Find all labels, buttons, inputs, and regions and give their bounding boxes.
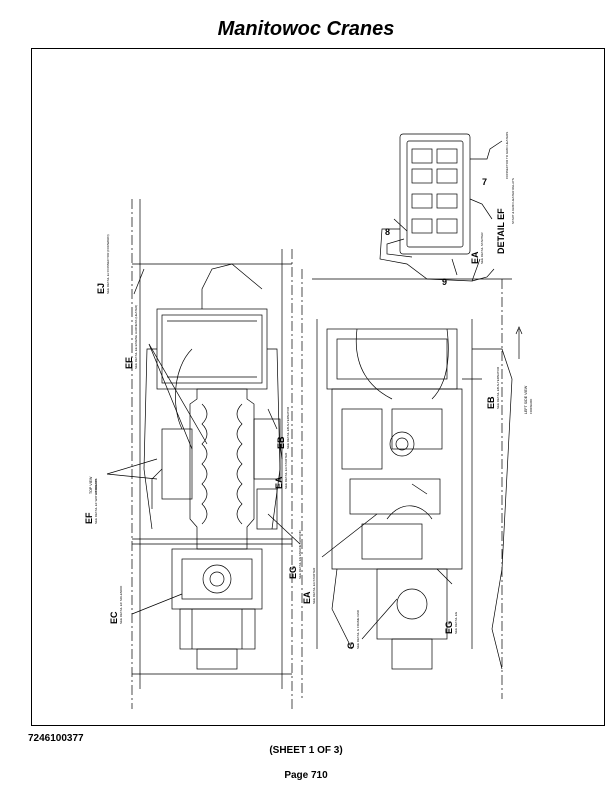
callout-ej-text: SEE DETAIL EJ CONNECTOR (FORWARD) <box>106 234 110 294</box>
callout-ea-top-text: SEE DETAIL EA STARTER <box>284 452 288 489</box>
detail-ef-note: START & GRID HEATER RELAYS <box>511 178 515 224</box>
callout-ee-letter: EE <box>124 357 134 369</box>
top-view-sub: FORWARD <box>94 478 98 494</box>
side-view-drawing <box>301 269 523 699</box>
item-number-9: 9 <box>442 277 447 287</box>
top-view-title: TOP VIEW <box>89 476 93 494</box>
callout-eb-side-letter: EB <box>486 396 496 409</box>
page-header-title: Manitowoc Cranes <box>217 18 395 40</box>
document-number: 7246100377 <box>28 733 84 744</box>
callout-ef-text: SEE DETAIL EF WATER RELAYS <box>94 479 98 524</box>
top-view-drawing <box>106 199 301 709</box>
callout-ec-letter: EC <box>109 611 119 624</box>
drawing-frame: EJ SEE DETAIL EJ CONNECTOR (FORWARD) EE … <box>31 48 605 726</box>
side-view-title: LEFT SIDE VIEW <box>524 385 528 414</box>
callout-eb-top-text: SEE DETAIL EB ALTERNATOR <box>286 406 290 449</box>
detail-top-note: CONNECTOR TO GRID HEATERS <box>505 132 509 179</box>
callout-g-side-letter: G <box>346 642 356 649</box>
wiring-diagram: EJ SEE DETAIL EJ CONNECTOR (FORWARD) EE … <box>84 132 533 709</box>
callout-eg-side-text: SEE DETAIL EG <box>454 611 458 634</box>
sheet-indicator: (SHEET 1 OF 3) <box>269 745 343 756</box>
callout-ee-text: SEE DETAIL EE ENGINE HARNESS (HEATER) <box>134 305 138 369</box>
item-number-8: 8 <box>385 227 390 237</box>
callout-ea-detail-text: SEE DETAIL STARTER <box>480 232 484 264</box>
callout-eg-top-text: SEE DETAIL EG ENGINE GROUND <box>298 529 302 579</box>
page-number: Page 710 <box>284 770 328 781</box>
detail-ef-drawing <box>379 133 503 282</box>
callout-g-side-text: SEE DETAIL G FRAME GND <box>356 609 360 649</box>
callout-ec-text: SEE DETAIL EC SOLENOID <box>119 585 123 624</box>
callout-eg-side-letter: EG <box>444 621 454 634</box>
callout-ef-letter: EF <box>84 512 94 524</box>
callout-ea-detail-letter: EA <box>470 251 480 264</box>
detail-ef-title: DETAIL EF <box>496 208 506 254</box>
callout-eb-side-text: SEE DETAIL EB ALTERNATOR <box>496 366 500 409</box>
side-view-sub: FORWARD <box>529 398 533 414</box>
callout-ea-side-letter: EA <box>302 591 312 604</box>
callout-ea-side-text: SEE DETAIL EA STARTER <box>312 567 316 604</box>
callout-eg-top-letter: EG <box>288 566 298 579</box>
callout-eb-top-letter: EB <box>276 436 286 449</box>
item-number-7: 7 <box>482 177 487 187</box>
callout-ea-top-letter: EA <box>274 476 284 489</box>
callout-ej-letter: EJ <box>96 283 106 294</box>
